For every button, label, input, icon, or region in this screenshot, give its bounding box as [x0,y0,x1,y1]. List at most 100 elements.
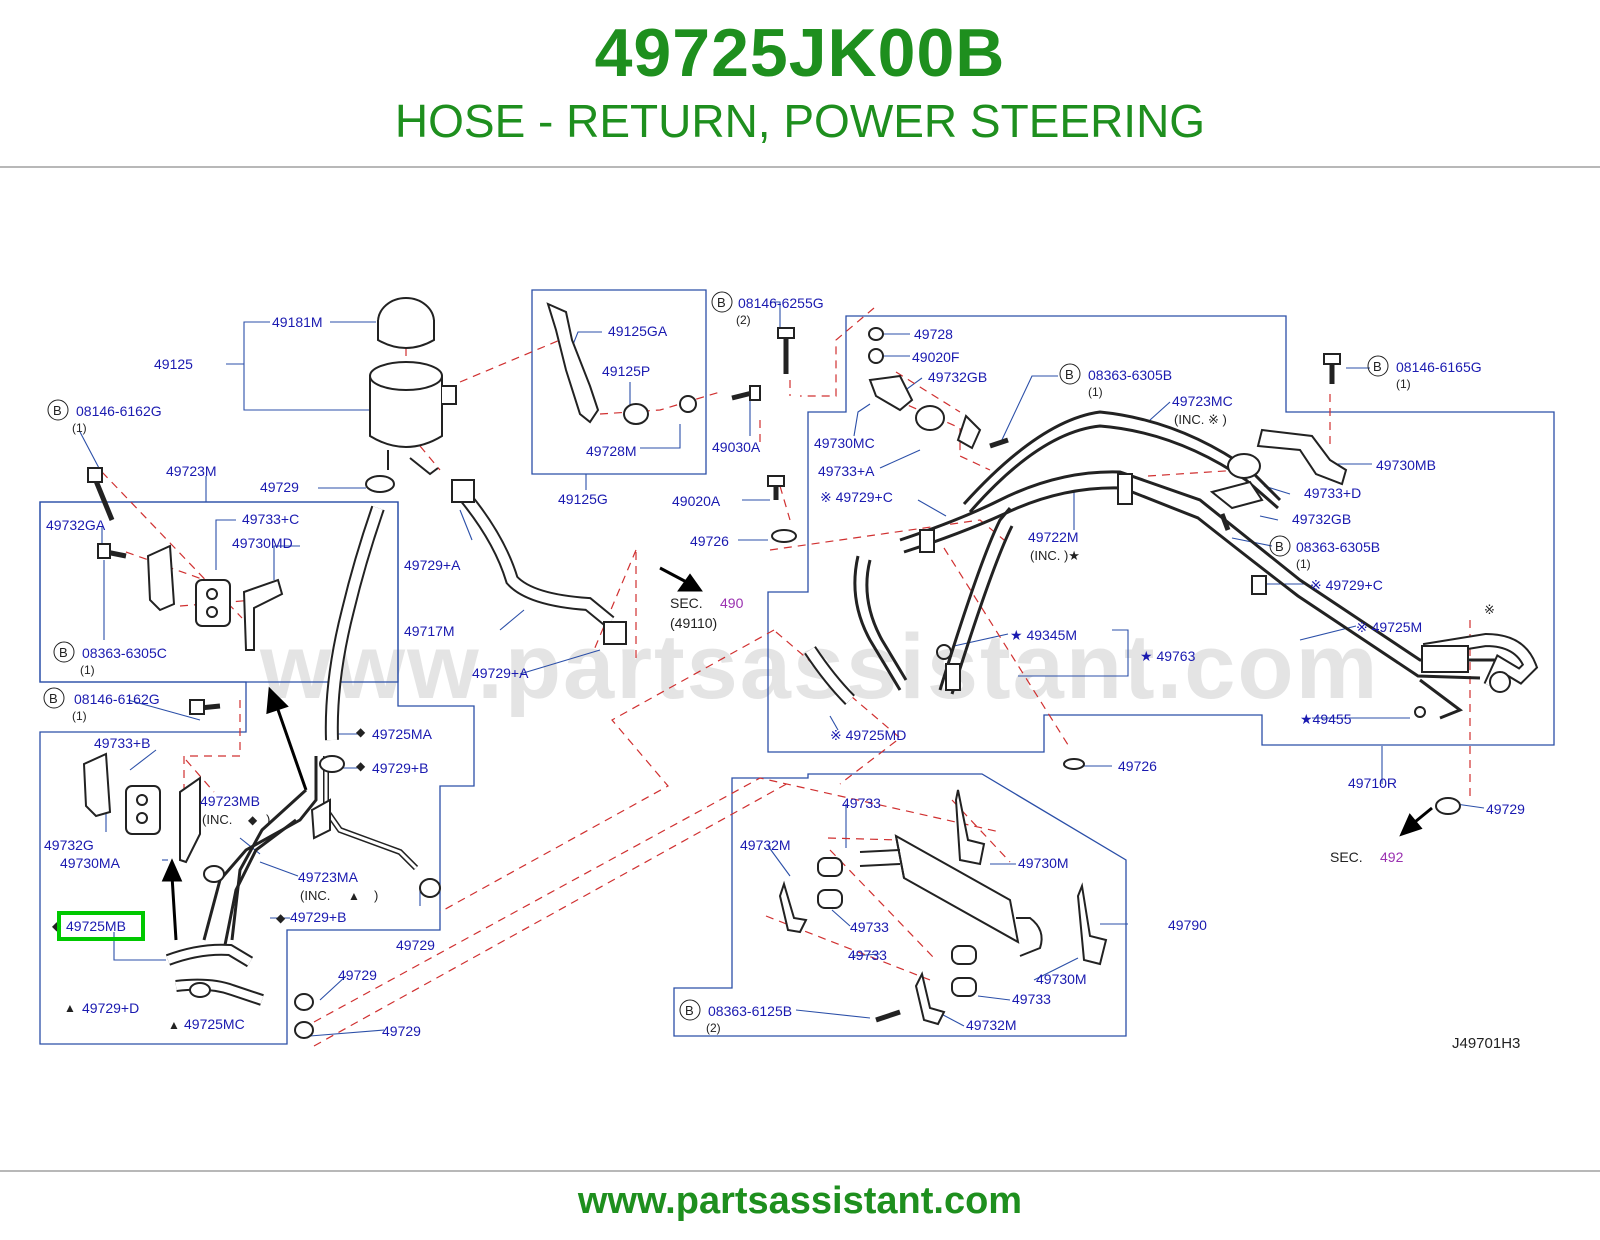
callout-49733-3: 49733 [848,947,887,963]
inc-note-mc: (INC. ※ ) [1174,412,1227,427]
callout-49723m: 49723M [166,463,217,479]
callout-49725mb: 49725MB [66,918,126,934]
callout-49455: ★49455 [1300,711,1352,727]
qty-b8: (2) [706,1021,721,1035]
callout-49732g: 49732G [44,837,94,853]
inc-sym-ma: ▲ [348,889,360,903]
callout-49733b: 49733+B [94,735,150,751]
callout-49732m-2: 49732M [966,1017,1017,1033]
callout-49729b-2: 49729+B [290,909,346,925]
diamond-725ma: ◆ [356,725,366,739]
bolt-badge-b2: B [59,645,68,660]
callout-49728m: 49728M [586,443,637,459]
box-cooler [673,773,1127,1037]
callout-49726-a: 49726 [690,533,729,549]
callout-08146-6162g-1: 08146-6162G [76,403,162,419]
callout-08363-6125b: 08363-6125B [708,1003,792,1019]
callout-49125g: 49125G [558,491,608,507]
bracket-49125ga [546,302,600,424]
box-left-top [39,501,399,683]
dashed-lines [101,307,1471,1047]
callout-49733-1: 49733 [842,795,881,811]
inc-note-mb: (INC. [202,812,232,827]
callout-49730mb: 49730MB [1376,457,1436,473]
callout-49732gb-2: 49732GB [1292,511,1351,527]
inc-note-722: (INC. )★ [1030,548,1080,563]
callout-49729-b: 49729 [396,937,435,953]
callout-49729a-2: 49729+A [472,665,529,681]
callout-49729-a: 49729 [260,479,299,495]
page-header: 49725JK00B HOSE - RETURN, POWER STEERING [0,0,1600,168]
callout-49729d: 49729+D [82,1000,139,1016]
callout-49125p: 49125P [602,363,650,379]
callout-49730ma: 49730MA [60,855,121,871]
callout-49725m: ※ 49725M [1356,619,1422,635]
triangle-725mc: ▲ [168,1018,180,1032]
bolt-badge-b4: B [717,295,726,310]
arrow-up-1 [274,703,308,791]
callout-49730m-1: 49730M [1018,855,1069,871]
callout-49729-d: 49729 [382,1023,421,1039]
callout-49732m-1: 49732M [740,837,791,853]
callout-49722m: 49722M [1028,529,1079,545]
sec-label-1: SEC. [670,595,703,611]
sec-sub-49110: (49110) [670,615,717,631]
group-boxes [39,289,1555,1045]
clamp-729a [451,479,475,503]
leader-lines [79,301,1485,1037]
bolt-badge-b8: B [685,1003,694,1018]
callout-49733-4: 49733 [1012,991,1051,1007]
callout-08363-6305b-1: 08363-6305B [1088,367,1172,383]
inc-close-ma: ) [374,888,378,903]
callout-49030a: 49030A [712,439,761,455]
qty-b3: (1) [72,709,87,723]
arrow-head-sec490 [677,573,703,592]
sec-number-490: 490 [720,595,744,611]
arrow-head-sec492 [1399,813,1423,837]
callout-49728: 49728 [914,326,953,342]
qty-b6: (1) [1396,377,1411,391]
callout-49729c-1: ※ 49729+C [820,489,893,505]
diamond-729b2: ◆ [276,911,286,925]
callout-49723ma: 49723MA [298,869,359,885]
callout-49732ga: 49732GA [46,517,106,533]
callout-49725md: ※ 49725MD [830,727,906,743]
part-shapes [82,297,1539,1039]
callout-49726-b: 49726 [1118,758,1157,774]
callout-49729-e: 49729 [1486,801,1525,817]
callout-49790: 49790 [1168,917,1207,933]
diamond-729b: ◆ [356,759,366,773]
box-left [39,501,475,1045]
box-reservoir-bracket [531,289,707,475]
highlight-49725mb [57,911,145,941]
callout-08363-6305b-2: 08363-6305B [1296,539,1380,555]
callout-49729b: 49729+B [372,760,428,776]
triangle-729d: ▲ [64,1001,76,1015]
inc-sym-mb: ◆ [248,813,258,827]
callout-49733c: 49733+C [242,511,299,527]
header-divider [0,166,1600,168]
callout-49730m-2: 49730M [1036,971,1087,987]
part-number-title: 49725JK00B [594,15,1006,91]
bolt-badge-b3: B [49,691,58,706]
bolt-badge-b7: B [1275,539,1284,554]
qty-b4: (2) [736,313,751,327]
callout-49717m: 49717M [404,623,455,639]
footer-divider [0,1170,1600,1172]
callout-49733-2: 49733 [850,919,889,935]
callout-08146-6255g: 08146-6255G [738,295,824,311]
callout-49345m: ★ 49345M [1010,627,1077,643]
arrow-head-up-1 [266,686,289,715]
direction-arrows [161,566,1433,941]
bolt-badge-b1: B [53,403,62,418]
inc-close-mb: ) [266,812,270,827]
oil-cooler [894,834,1020,944]
part-name-subtitle: HOSE - RETURN, POWER STEERING [394,95,1206,147]
callout-49733a: 49733+A [818,463,875,479]
footer-website-link[interactable]: www.partsassistant.com [577,1180,1023,1222]
callout-49733d: 49733+D [1304,485,1361,501]
diagram-code: J49701H3 [1452,1035,1520,1052]
sec-number-492: 492 [1380,849,1404,865]
callout-49181m: 49181M [272,314,323,330]
